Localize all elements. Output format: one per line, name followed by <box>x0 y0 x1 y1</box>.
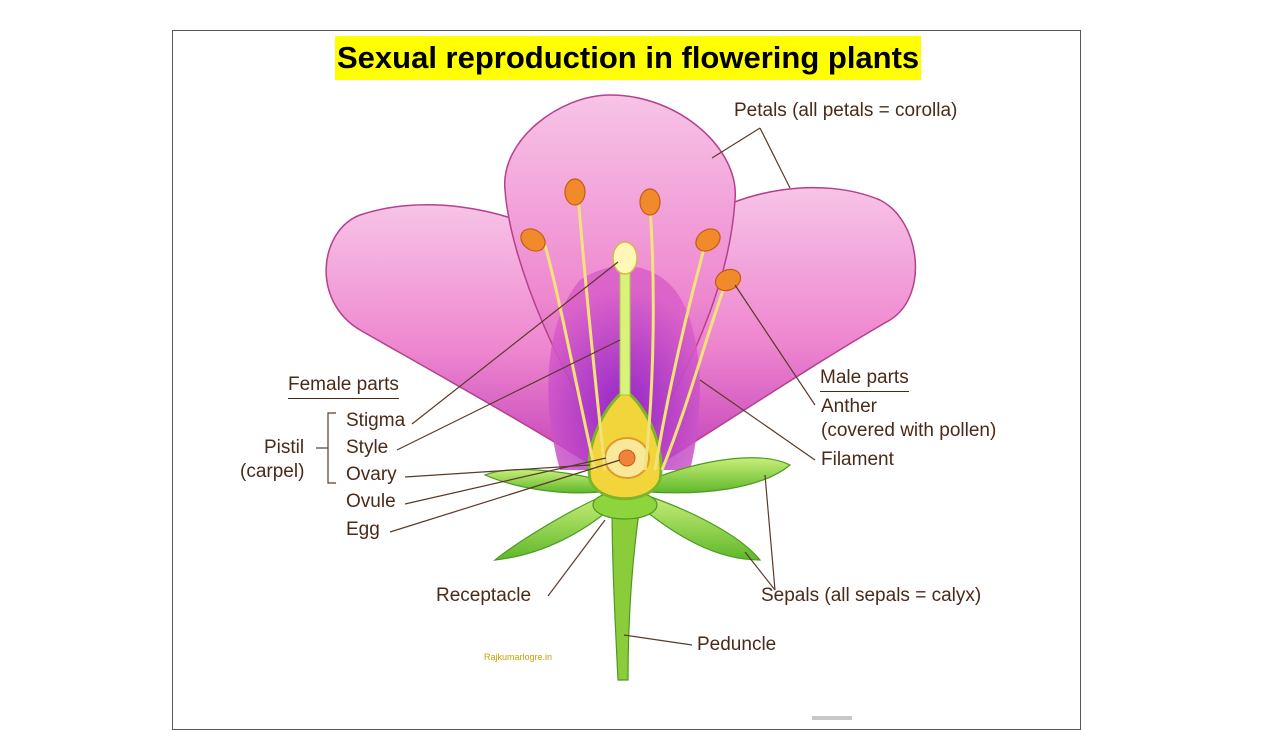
watermark: Rajkumarlogre.in <box>484 652 553 662</box>
label-receptacle: Receptacle <box>436 585 532 606</box>
label-sepals: Sepals (all sepals = calyx) <box>761 585 982 606</box>
leader-lines <box>316 127 816 646</box>
label-filament: Filament <box>821 449 894 470</box>
label-anther-note: (covered with pollen) <box>821 420 997 441</box>
label-male-parts: Male parts <box>820 367 909 392</box>
sepal-left-lower <box>493 494 616 561</box>
style <box>619 269 631 396</box>
anthers <box>520 178 742 292</box>
label-carpel: (carpel) <box>240 461 305 482</box>
peduncle-stem <box>611 504 641 681</box>
stigma <box>612 241 638 275</box>
scroll-indicator <box>812 716 852 720</box>
sepal-right-upper <box>649 457 792 494</box>
label-female-parts: Female parts <box>288 374 399 399</box>
label-stigma: Stigma <box>346 410 406 431</box>
egg <box>618 449 636 467</box>
label-anther: Anther <box>821 396 877 417</box>
label-ovary: Ovary <box>346 464 397 485</box>
label-ovule: Ovule <box>346 491 396 512</box>
label-pistil: Pistil <box>264 437 305 458</box>
filaments <box>543 194 727 471</box>
label-egg: Egg <box>346 519 380 540</box>
sepal-right-lower <box>637 494 762 561</box>
label-peduncle: Peduncle <box>697 634 777 655</box>
label-petals: Petals (all petals = corolla) <box>734 100 958 121</box>
diagram-title: Sexual reproduction in flowering plants <box>335 36 922 80</box>
label-style: Style <box>346 437 389 458</box>
